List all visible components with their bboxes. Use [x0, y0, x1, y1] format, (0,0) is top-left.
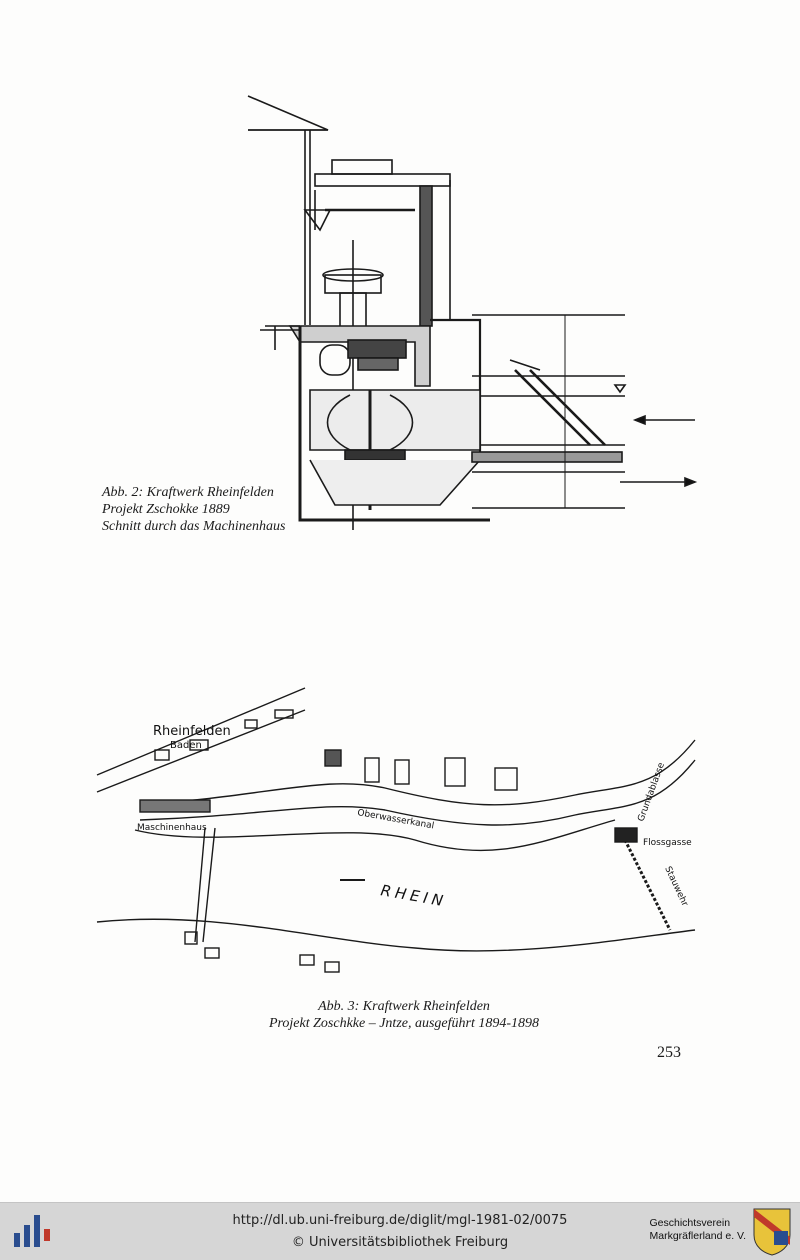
figure-2-caption-desc: Schnitt durch das Machinenhaus: [102, 519, 286, 534]
permalink-url[interactable]: http://dl.ub.uni-freiburg.de/diglit/mgl-…: [232, 1213, 568, 1228]
map-label-rheinfelden: Rheinfelden: [153, 724, 231, 739]
society-name-line1: Geschichtsverein: [649, 1217, 731, 1229]
society-name: Geschichtsverein Markgräflerland e. V.: [650, 1217, 747, 1243]
figure-3-caption-project: Projekt Zoschkke – Jntze, ausgeführt 189…: [268, 1016, 540, 1031]
page-number: 253: [657, 1044, 681, 1061]
map-label-flossgasse: Flossgasse: [643, 838, 692, 848]
map-label-baden: Baden: [170, 740, 202, 751]
map-label-stauwehr: Stauwehr: [662, 865, 689, 908]
copyright-notice: © Universitätsbibliothek Freiburg: [291, 1235, 509, 1250]
figure-2-caption: Abb. 2: Kraftwerk Rheinfelden Projekt Zs…: [102, 484, 285, 535]
figure-2-caption-title: Abb. 2: Kraftwerk Rheinfelden: [102, 485, 274, 500]
map-label-maschinenhaus: Maschinenhaus: [137, 823, 207, 833]
figure-2-section-drawing: [247, 95, 698, 530]
figure-3-site-map: Rheinfelden Baden Maschinenhaus Oberwass…: [96, 687, 696, 973]
coat-of-arms-icon: [753, 1208, 791, 1256]
society-name-line2: Markgräflerland e. V.: [649, 1230, 747, 1242]
document-page: Abb. 2: Kraftwerk Rheinfelden Projekt Zs…: [96, 95, 698, 1061]
map-label-grundablasse: Grundablasse: [636, 761, 667, 823]
ub-freiburg-logo-icon[interactable]: [12, 1211, 54, 1253]
map-label-oberwasserkanal: Oberwasserkanal: [356, 808, 434, 831]
viewer-footer-bar: http://dl.ub.uni-freiburg.de/diglit/mgl-…: [0, 1202, 800, 1260]
figure-3-caption: Abb. 3: Kraftwerk Rheinfelden Projekt Zo…: [254, 998, 554, 1032]
figure-3-caption-title: Abb. 3: Kraftwerk Rheinfelden: [318, 999, 490, 1014]
figure-2-caption-project: Projekt Zschokke 1889: [102, 502, 230, 517]
map-label-rhein: RHEIN: [379, 881, 448, 910]
